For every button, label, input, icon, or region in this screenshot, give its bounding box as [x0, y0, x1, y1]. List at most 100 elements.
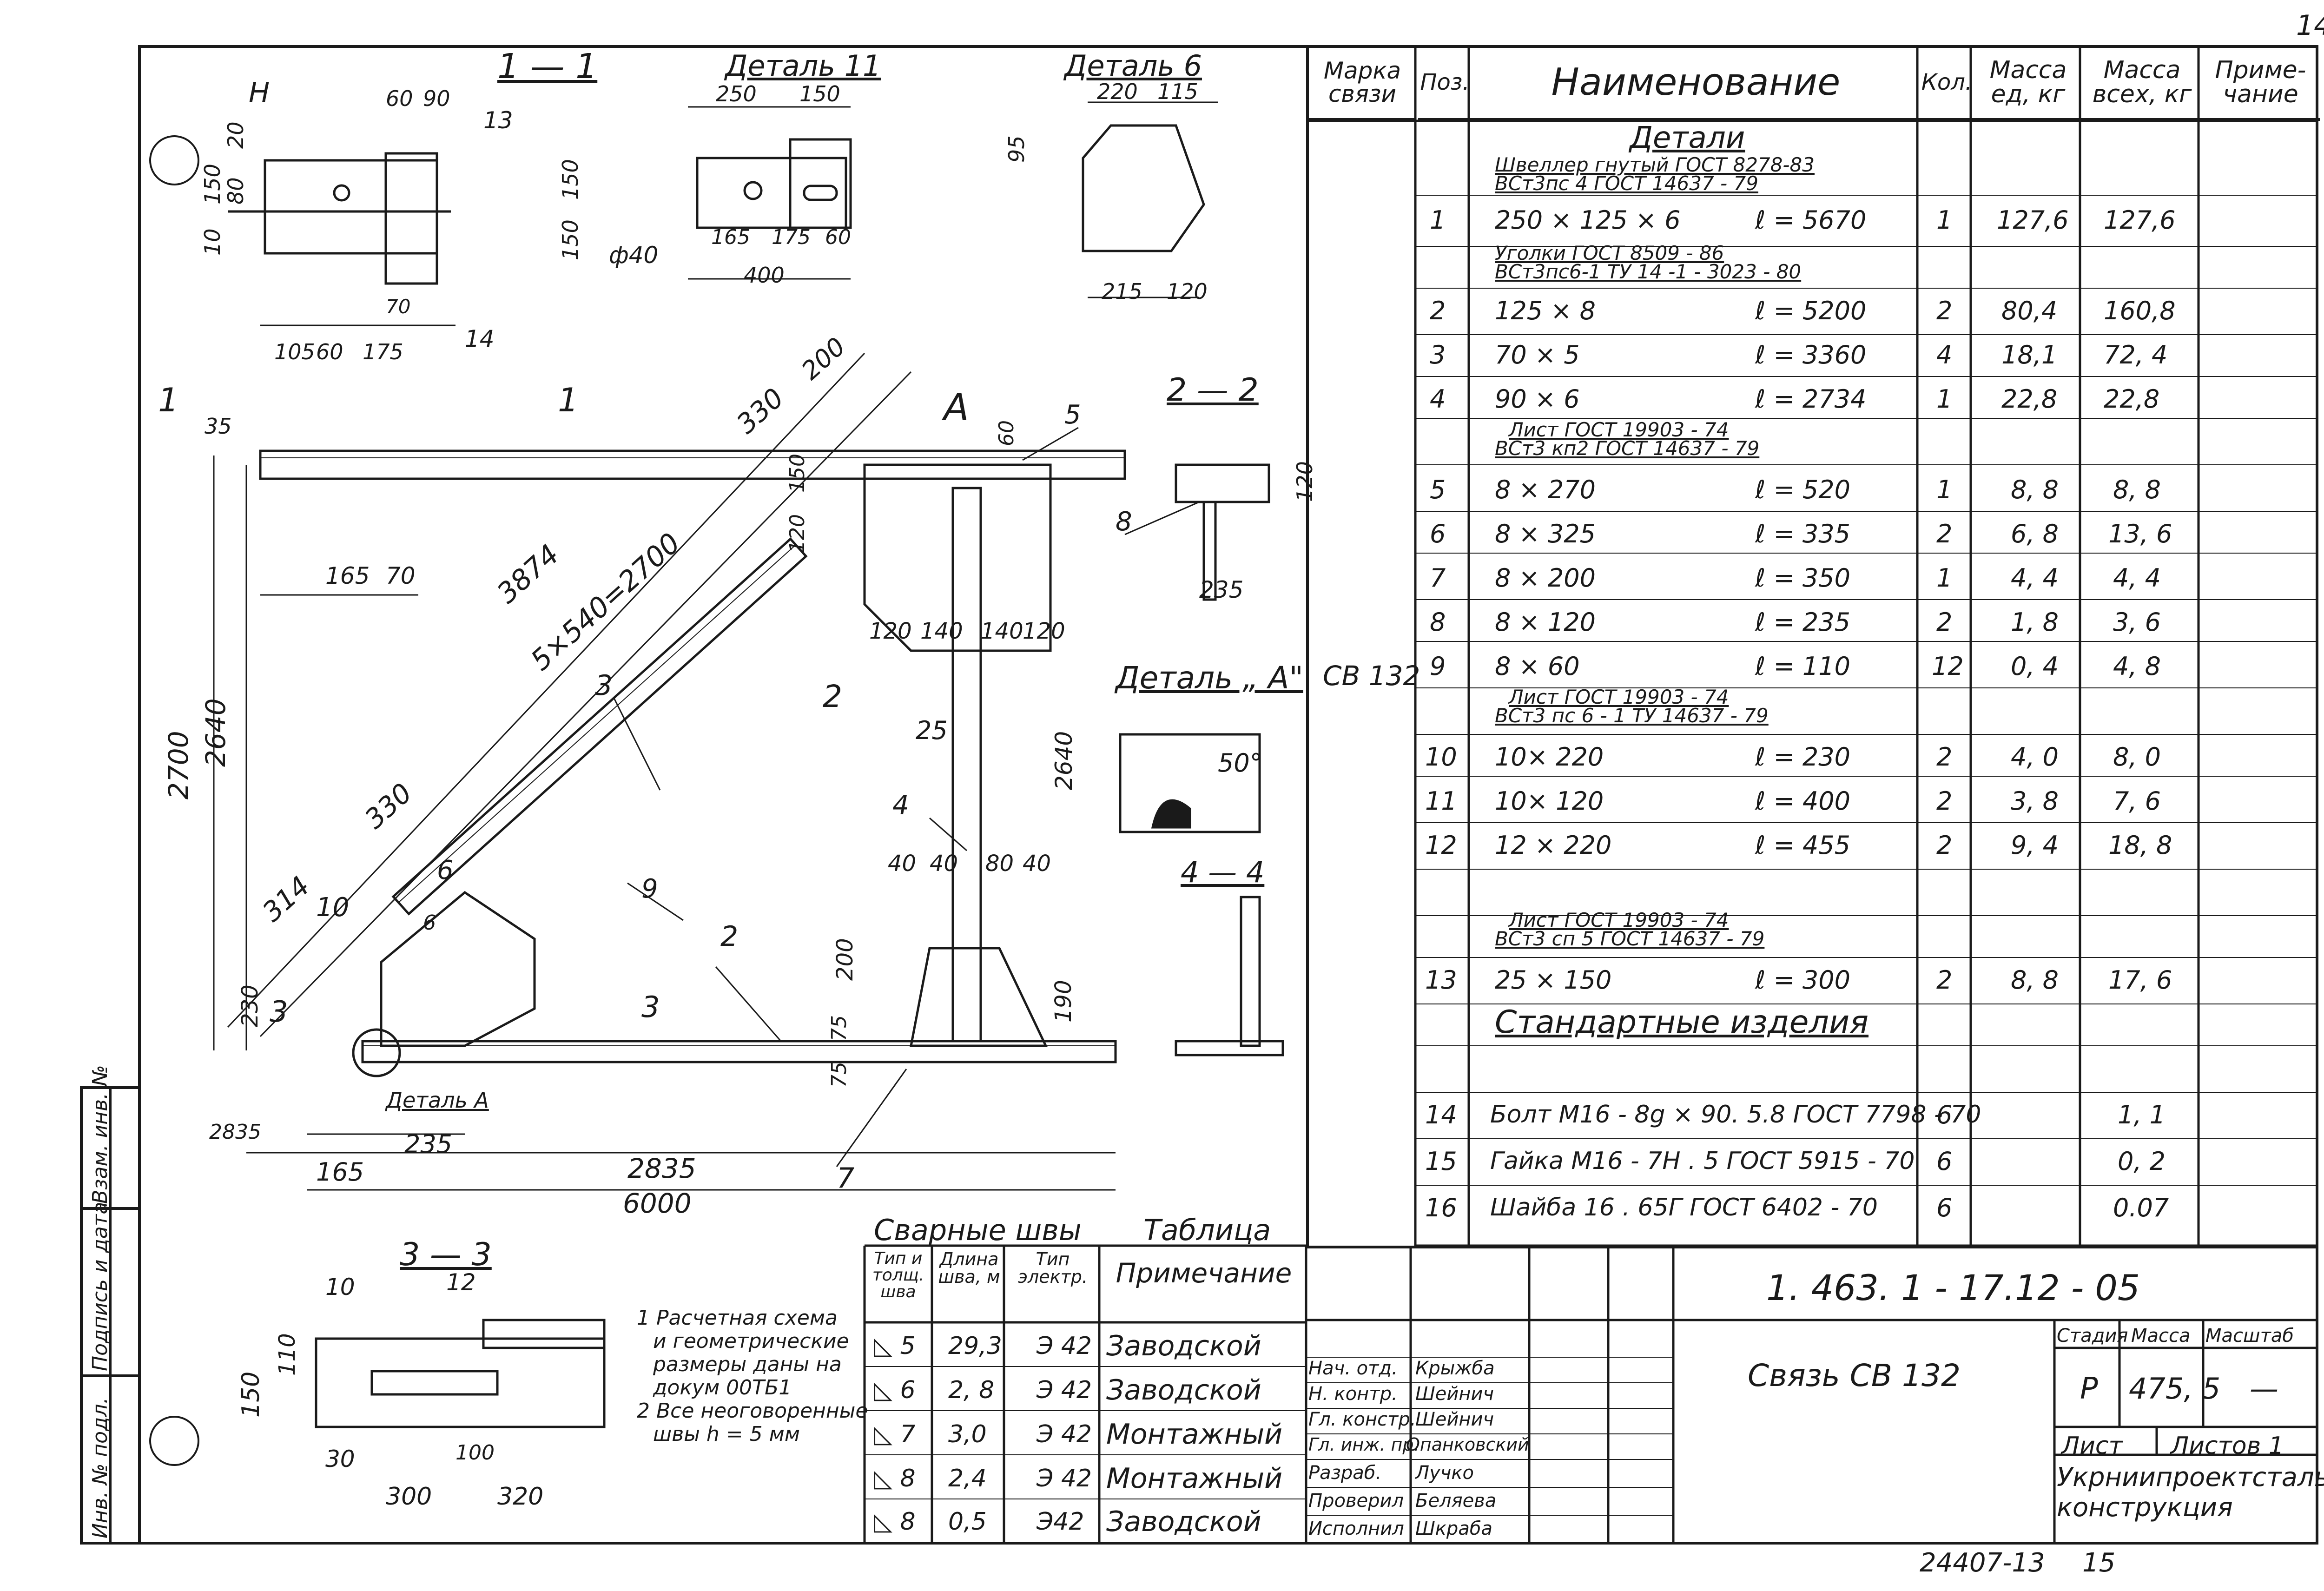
- dim-3-3-12: 12: [446, 1269, 476, 1296]
- cut-mark-2: 2: [823, 679, 842, 714]
- diagonal-brace: [391, 537, 808, 916]
- callout-8: 8: [1116, 507, 1132, 537]
- gost-1b: ВСт3пс 4 ГОСТ 14637 - 79: [1495, 172, 1758, 195]
- weld-r2-len: 2, 8: [948, 1376, 995, 1404]
- dim-d6-215: 215: [1102, 279, 1142, 304]
- spec-name: 8 × 270: [1495, 475, 1596, 504]
- dim-main-2700: 2700: [163, 731, 194, 799]
- sheets-label: Листов 1: [2171, 1432, 2284, 1460]
- spec-row-14: 14 Болт М16 - 8g × 90. 5.8 ГОСТ 7798 - 7…: [1416, 1092, 2320, 1137]
- dim-d6-115: 115: [1157, 79, 1198, 104]
- spec-row-5: 5 8 × 270 ℓ = 520 1 8, 8 8, 8: [1416, 467, 2320, 512]
- spec-name: 8 × 120: [1495, 607, 1596, 637]
- callout-7: 7: [837, 1162, 855, 1195]
- spec-row-3: 3 70 × 5 ℓ = 3360 4 18,1 72, 4: [1416, 332, 2320, 377]
- spec-h-pos: Поз.: [1418, 46, 1472, 121]
- dim-1-1-60: 60: [386, 86, 413, 111]
- spec-len: ℓ = 3360: [1755, 340, 1867, 370]
- dim-main-2640: 2640: [200, 698, 231, 767]
- dim-main-2835a: 2835: [209, 1120, 261, 1144]
- spec-m2: 13, 6: [2108, 519, 2172, 548]
- spec-qty: 6: [1936, 1193, 1953, 1222]
- callout-6b: 6: [423, 911, 436, 935]
- spec-qty: 4: [1936, 340, 1953, 370]
- dim-main-70: 70: [386, 562, 416, 589]
- callout-6a: 6: [437, 855, 454, 885]
- label-section-2-2: 2 — 2: [1167, 372, 1259, 409]
- dim-3-3-110: 110: [274, 1333, 300, 1376]
- spec-pos: 9: [1430, 651, 1446, 681]
- spec-m1: 6, 8: [2011, 519, 2059, 548]
- dim-main-35: 35: [205, 414, 232, 439]
- cut-mark-3b: 3: [641, 990, 660, 1024]
- doc-code: 1. 463. 1 - 17.12 - 05: [1766, 1267, 2140, 1308]
- spec-row-13: 13 25 × 150 ℓ = 300 2 8, 8 17, 6: [1416, 957, 2320, 1002]
- dim-3-3-10: 10: [325, 1274, 355, 1301]
- spec-row-15: 15 Гайка М16 - 7Н . 5 ГОСТ 5915 - 70 6 0…: [1416, 1139, 2320, 1183]
- dim-d11-250: 250: [716, 81, 757, 106]
- spec-m2: 7, 6: [2113, 786, 2161, 816]
- spec-m1: 127,6: [1997, 205, 2069, 235]
- cut-mark-3a: 3: [270, 995, 288, 1029]
- weld-grid: [863, 1244, 1306, 1543]
- weld-title-left: Сварные швы: [874, 1213, 1082, 1247]
- spec-pos: 2: [1430, 296, 1446, 325]
- spec-len: ℓ = 520: [1755, 475, 1850, 504]
- dim-1-1-20: 20: [223, 121, 248, 149]
- weld-h-note: Примечание: [1116, 1257, 1292, 1289]
- gost-4b: ВСт3 пс 6 - 1 ТУ 14637 - 79: [1495, 704, 1769, 727]
- spec-len: ℓ = 335: [1755, 519, 1850, 548]
- spec-m1: 0, 4: [2011, 651, 2059, 681]
- dim-main-60: 60: [995, 420, 1018, 446]
- page-number: 14: [2296, 9, 2324, 42]
- dim-main-6000: 6000: [623, 1188, 692, 1219]
- dim-1-1-90: 90: [423, 86, 450, 111]
- dim-3-3-100: 100: [456, 1441, 495, 1465]
- spec-pos: 6: [1430, 519, 1446, 548]
- spec-row-16: 16 Шайба 16 . 65Г ГОСТ 6402 - 70 6 0.07: [1416, 1185, 2320, 1230]
- note-line-5: 2 Все неоговоренные: [637, 1399, 868, 1423]
- callout-9: 9: [641, 874, 658, 904]
- weld-r5-note: Заводской: [1106, 1505, 1261, 1538]
- weld-r2-note: Заводской: [1106, 1374, 1261, 1406]
- spec-len: ℓ = 2734: [1755, 384, 1867, 414]
- signer-2: Шейнич: [1415, 1383, 1494, 1405]
- dim-main-80: 80: [985, 851, 1014, 877]
- dim-main-140b: 140: [981, 618, 1023, 644]
- spec-row-11: 11 10× 120 ℓ = 400 2 3, 8 7, 6: [1416, 779, 2320, 823]
- detail-a-circle: [352, 1028, 401, 1077]
- spec-h-name: Наименование: [1472, 46, 1920, 121]
- spec-qty: 6: [1936, 1146, 1953, 1176]
- org-line-1: Укрниипроектсталь: [2057, 1462, 2324, 1492]
- weld-h-electrode: Тип электр.: [1018, 1249, 1088, 1287]
- spec-len: ℓ = 5670: [1755, 205, 1867, 235]
- dim-main-120a: 120: [869, 618, 912, 644]
- weld-r1-el: Э 42: [1037, 1332, 1092, 1360]
- dim-main-75b: 75: [827, 1062, 851, 1088]
- label-detail-11: Деталь 11: [725, 49, 881, 83]
- role-3: Гл. констр.: [1308, 1409, 1416, 1430]
- label-detail-6: Деталь 6: [1064, 49, 1202, 83]
- spec-m2: 18, 8: [2108, 830, 2172, 860]
- role-4: Гл. инж. пр.: [1308, 1434, 1419, 1455]
- weld-r3-el: Э 42: [1037, 1420, 1092, 1448]
- specification-table: Марка связи Поз. Наименование Кол. Масса…: [1306, 46, 2320, 1246]
- spec-m1: 22,8: [2001, 384, 2058, 414]
- geometry: [213, 101, 1284, 1428]
- dim-da-2640: 2640: [1050, 731, 1077, 790]
- spec-m1: 4, 4: [2011, 563, 2059, 593]
- spec-m2: 127,6: [2104, 205, 2176, 235]
- dim-d11-60: 60: [825, 225, 851, 249]
- dim-1-1-10: 10: [200, 228, 225, 256]
- spec-name: Болт М16 - 8g × 90. 5.8 ГОСТ 7798 - 70: [1490, 1101, 1981, 1129]
- role-2: Н. контр.: [1308, 1383, 1398, 1405]
- weld-h-length: Длина шва, м: [938, 1249, 1000, 1287]
- spec-m1: 80,4: [2001, 296, 2058, 325]
- callout-2: 2: [720, 920, 739, 953]
- spec-m2: 0.07: [2113, 1193, 2169, 1222]
- title-block: 1. 463. 1 - 17.12 - 05 Связь СВ 132 Нач.…: [1306, 1246, 2324, 1543]
- dim-1-1-70: 70: [386, 295, 411, 318]
- spec-row-8: 8 8 × 120 ℓ = 235 2 1, 8 3, 6: [1416, 600, 2320, 644]
- spec-h-qty: Кол.: [1920, 46, 1974, 121]
- spec-name: 90 × 6: [1495, 384, 1580, 414]
